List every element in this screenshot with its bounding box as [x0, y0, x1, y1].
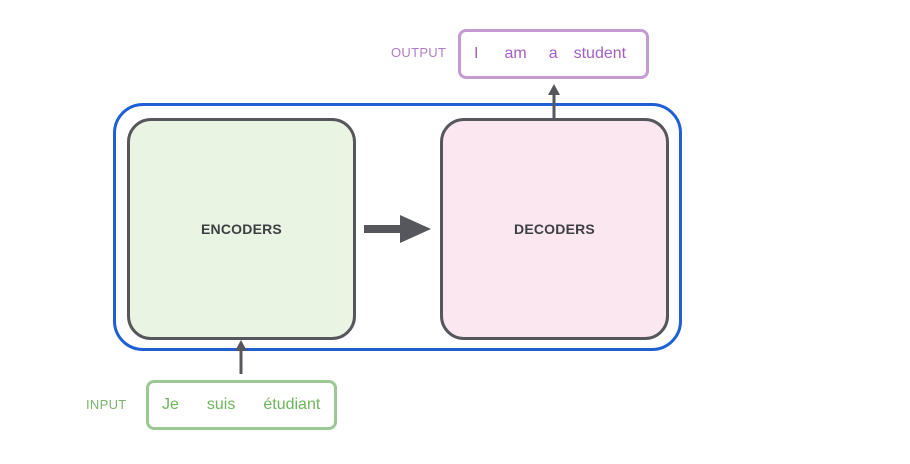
input-token: suis [206, 396, 236, 413]
input-label: INPUT [86, 397, 127, 412]
encoder-to-decoder-arrow [364, 215, 431, 243]
transformer-container [113, 103, 682, 351]
encoders-box: ENCODERS [127, 118, 356, 340]
input-token: étudiant [263, 396, 321, 413]
output-token: I [474, 45, 479, 62]
input-to-encoder-arrow [235, 340, 247, 374]
output-token: student [573, 45, 627, 62]
decoder-to-output-arrow [548, 84, 560, 118]
input-tokens-box: Je suis étudiant [146, 380, 337, 430]
output-token: am [504, 45, 527, 62]
input-token: Je [162, 396, 179, 413]
output-tokens-box: I am a student [458, 29, 649, 79]
encoders-label: ENCODERS [201, 221, 282, 237]
decoders-label: DECODERS [514, 221, 595, 237]
decoders-box: DECODERS [440, 118, 669, 340]
output-token: a [548, 45, 558, 62]
output-label: OUTPUT [391, 45, 447, 60]
